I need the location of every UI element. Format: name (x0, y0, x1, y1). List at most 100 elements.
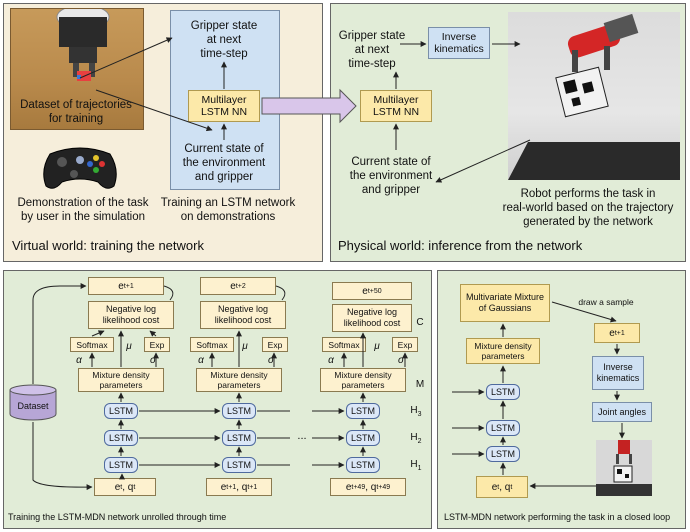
nll-label: Negative log likelihood cost (102, 304, 160, 325)
m-label: M (415, 379, 425, 390)
softmax-label: Softmax (328, 339, 360, 350)
h2-label: H2 (406, 431, 426, 448)
joint-angles-label: Joint angles (597, 407, 647, 417)
robot-caption: Robot performs the task in real-world ba… (502, 188, 674, 228)
mdp-label: Mixture density parameters (92, 370, 150, 390)
virtual-lstm-nn-label: Multilayer LSTM NN (200, 94, 248, 118)
virtual-gripper-next-label: Gripper state at next time-step (190, 20, 258, 60)
lstm-h2-col2: LSTM (222, 430, 256, 446)
loop-lstm-h1: LSTM (486, 446, 520, 462)
input-e: e (220, 481, 227, 493)
robot-photo (508, 12, 680, 180)
physical-ik-label: Inverse kinematics (434, 31, 484, 55)
input-e: e (345, 481, 352, 493)
h1-sub: 1 (417, 465, 422, 472)
train-caption: Training an LSTM network on demonstratio… (160, 197, 296, 223)
lstm-label: LSTM (490, 449, 515, 459)
demo-caption: Demonstration of the task by user in the… (17, 197, 149, 223)
loop-input-e: e (491, 481, 498, 493)
input-q: , q (365, 481, 377, 493)
exp-label: Exp (149, 339, 165, 350)
mdp-label: Mixture density parameters (210, 370, 268, 390)
nll-label: Negative log likelihood cost (343, 307, 401, 328)
softmax-label: Softmax (196, 339, 228, 350)
softmax-box-2: Softmax (190, 337, 234, 352)
lstm-label: LSTM (490, 387, 515, 397)
dataset-to-e1 (32, 283, 87, 384)
lstm-label: LSTM (490, 423, 515, 433)
e-label: e (230, 280, 236, 292)
loop-ik-box: Inverse kinematics (592, 356, 644, 390)
loop-ik-label: Inverse kinematics (596, 362, 640, 383)
transfer-arrow (261, 88, 357, 124)
h3-text: H (410, 405, 418, 416)
mixture-label: Multivariate Mixture of Gaussians (465, 292, 545, 313)
input-e-sub: t (120, 483, 123, 491)
mdp-label: Mixture density parameters (334, 370, 392, 390)
loop-caption: LSTM-MDN network performing the task in … (444, 512, 671, 522)
lstm-h3-col2: LSTM (222, 403, 256, 419)
exp-label: Exp (397, 339, 413, 350)
virtual-data-to-current (95, 89, 213, 132)
lstm-label: LSTM (108, 433, 133, 443)
e-sub: t+2 (235, 282, 246, 290)
lstm-label: LSTM (350, 433, 375, 443)
exp-label: Exp (267, 339, 283, 350)
loop-robot-icon (596, 440, 652, 496)
loop-input-q: , q (499, 481, 511, 493)
dataset-cylinder-icon (9, 384, 57, 421)
input-e-sub: t+49 (351, 483, 366, 491)
softmax-label: Softmax (76, 339, 108, 350)
e-label: e (362, 285, 368, 297)
input-q-sub: t+1 (247, 483, 258, 491)
alpha-label-3: α (328, 355, 334, 366)
physical-current-state-label: Current state of the environment and gri… (349, 156, 433, 196)
lstm-label: LSTM (226, 460, 251, 470)
loop-e: e (609, 327, 615, 339)
mixture-gaussians-box: Multivariate Mixture of Gaussians (460, 284, 550, 322)
mdp-box-3: Mixture density parameters (320, 368, 406, 392)
dataset-trajectories-label: Dataset of trajectories for training (20, 99, 132, 125)
lstm-h1-col3: LSTM (346, 457, 380, 473)
mdp-box-1: Mixture density parameters (78, 368, 164, 392)
e-label: e (118, 280, 124, 292)
col1-exp-nll (149, 330, 157, 337)
mu-label-3: μ (374, 341, 380, 352)
virtual-current-state-label: Current state of the environment and gri… (182, 143, 266, 183)
input-q: , q (236, 481, 248, 493)
lstm-h2-col3: LSTM (346, 430, 380, 446)
lstm-h1-col1: LSTM (104, 457, 138, 473)
e-sub: t+1 (123, 282, 134, 290)
dataset-label: Dataset (17, 401, 49, 411)
lstm-label: LSTM (350, 406, 375, 416)
ellipsis-label: ... (297, 430, 307, 442)
virtual-data-to-next (79, 37, 173, 79)
lstm-label: LSTM (108, 406, 133, 416)
virtual-lstm-nn-box: Multilayer LSTM NN (188, 90, 260, 122)
training-caption: Training the LSTM-MDN network unrolled t… (8, 512, 227, 522)
robot-gripper-icon (508, 13, 680, 180)
alpha-label-2: α (198, 355, 204, 366)
robot-to-state (435, 139, 531, 183)
lstm-label: LSTM (226, 406, 251, 416)
lstm-h1-col2: LSTM (222, 457, 256, 473)
h2-text: H (410, 432, 418, 443)
physical-lstm-nn-label: Multilayer LSTM NN (372, 94, 420, 118)
physical-panel-title: Physical world: inference from the netwo… (338, 238, 583, 253)
c-label: C (416, 317, 424, 328)
mu-label-2: μ (242, 341, 248, 352)
loop-mdp-box: Mixture density parameters (466, 338, 540, 364)
sigma-label-2: σ (267, 355, 275, 366)
nll-box-2: Negative log likelihood cost (200, 301, 286, 329)
nll-box-3: Negative log likelihood cost (332, 304, 412, 332)
exp-box-2: Exp (262, 337, 288, 352)
dataset-to-input1 (32, 422, 93, 491)
